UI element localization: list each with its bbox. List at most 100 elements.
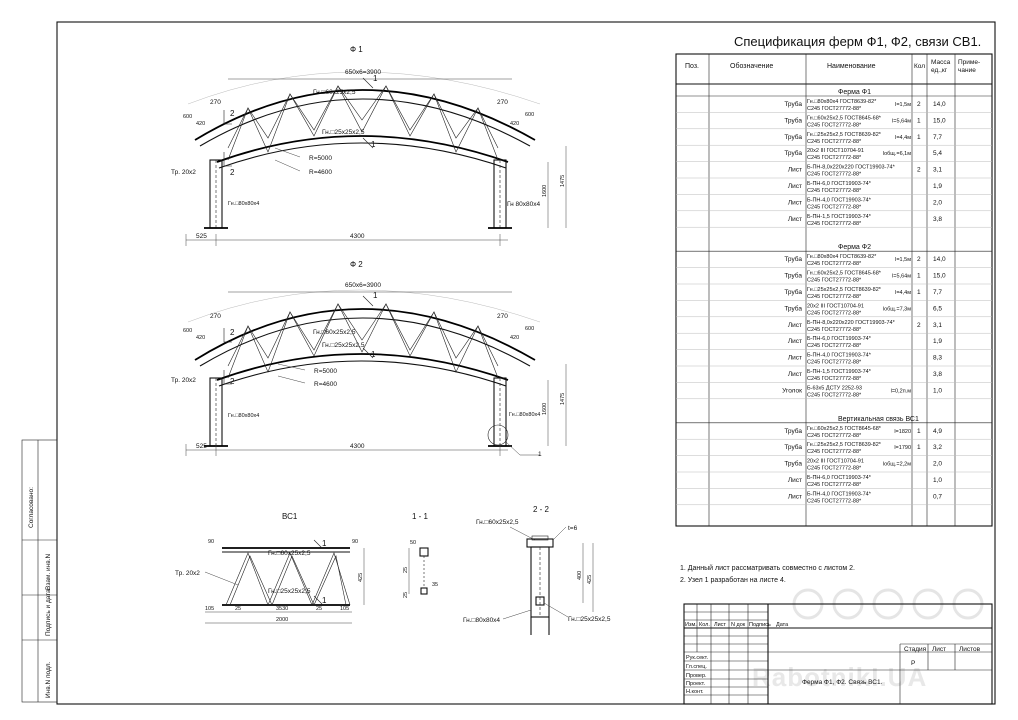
bracing-vs1-d25-right: 25 <box>316 606 322 612</box>
truss-f2-d600-left: 600 <box>183 328 192 334</box>
spec-row-mass: 4,9 <box>933 428 942 435</box>
truss-f1-mark-1a: 1 <box>373 74 378 83</box>
spec-row-mass: 0,7 <box>933 493 942 500</box>
tb-col-kol: Кол. <box>699 622 710 628</box>
spec-row-type: Труба <box>784 443 802 451</box>
spec-row-mass: 15,0 <box>933 273 946 280</box>
section-2-2-pipe-side: Гн.□25х25х2,5 <box>568 616 611 623</box>
section-2-2-view: 2 - 2 Гн.□60х25х2,5 t=6 400 425 Гн.□80х8… <box>463 505 611 635</box>
th-designation: Обозначение <box>730 62 773 70</box>
spec-row-name-2: С245 ГОСТ27772-88* <box>807 482 862 488</box>
truss-f1-d420-right: 420 <box>510 121 519 127</box>
side-stamp: Согласовано: Взам. инв.N Подпись и дата … <box>21 439 58 703</box>
spec-row-type: Лист <box>788 216 802 223</box>
spec-row-type: Лист <box>788 199 802 206</box>
section-1-1-view: 1 - 1 50 25 25 35 <box>403 512 438 598</box>
bracing-vs1-mark-1b: 1 <box>322 596 327 605</box>
spec-row-mass: 8,3 <box>933 355 942 362</box>
th-mass-1: Масса <box>931 59 951 66</box>
tb-col-izm: Изм. <box>685 622 697 628</box>
spec-row-mass: 7,7 <box>933 134 942 141</box>
spec-row-name-2: С245 ГОСТ27772-88* <box>807 261 862 267</box>
truss-f2-d420-left: 420 <box>196 335 205 341</box>
spec-row-name-1: Б-ПН-4,0 ГОСТ19903-74* <box>807 353 872 359</box>
truss-f2-d270-left: 270 <box>210 313 221 320</box>
spec-row-type: Лист <box>788 371 802 378</box>
spec-section-title: Вертикальная связь ВС1 <box>838 416 919 423</box>
spec-row-qty: 1 <box>917 428 921 435</box>
truss-f2-side: 525 <box>196 443 207 450</box>
notes: 1. Данный лист рассматривать совместно с… <box>680 564 855 584</box>
spec-row-type: Труба <box>784 272 802 280</box>
spec-row-type: Лист <box>788 355 802 362</box>
note-2: 2. Узел 1 разработан на листе 4. <box>680 576 786 584</box>
spec-row-name-1: Б-ПН-6,0 ГОСТ19903-74* <box>807 336 872 342</box>
tb-col-data: Дата <box>776 622 789 628</box>
spec-row-name-2: С245 ГОСТ27772-88* <box>807 392 862 398</box>
spec-row-qty: 1 <box>917 134 921 141</box>
tb-role-2: Гл.спец. <box>686 664 707 670</box>
spec-row-type: Лист <box>788 338 802 345</box>
spec-row-type: Лист <box>788 183 802 190</box>
spec-row-mass: 3,8 <box>933 371 942 378</box>
spec-title: Спецификация ферм Ф1, Ф2, связи СВ1. <box>734 34 981 49</box>
spec-row-length: l=1790 <box>894 445 911 451</box>
th-note-1: Приме- <box>958 59 980 66</box>
truss-f2-tr: Тр. 20х2 <box>171 377 196 384</box>
tb-role-4: Проект. <box>686 681 706 687</box>
truss-f1-h1475: 1475 <box>560 175 566 187</box>
truss-f2-h1475: 1475 <box>560 393 566 405</box>
spec-row-mass: 6,5 <box>933 305 942 312</box>
spec-row-name-1: Гн.□80х80х4 ГОСТ8639-82* <box>807 99 877 105</box>
bracing-vs1-d105-right: 105 <box>340 606 349 612</box>
spec-row-qty: 2 <box>917 256 921 263</box>
spec-row-name-2: С245 ГОСТ27772-88* <box>807 278 862 284</box>
spec-row-name-2: С245 ГОСТ27772-88* <box>807 498 862 504</box>
th-pos: Поз. <box>685 63 699 70</box>
spec-row-type: Уголок <box>782 387 802 394</box>
side-stamp-signature: Подпись и дата <box>45 589 52 636</box>
spec-row-name-1: 20х2 III ГОСТ10704-91 <box>807 459 864 465</box>
spec-row-type: Труба <box>784 460 802 468</box>
truss-f2-mark-1a: 1 <box>373 291 378 300</box>
spec-row-mass: 1,9 <box>933 338 942 345</box>
spec-row-name-1: Гн.□25х25х2,5 ГОСТ8639-82* <box>807 287 882 293</box>
th-qty: Кол <box>914 63 925 70</box>
truss-f1-mark-2a: 2 <box>230 109 235 118</box>
bracing-vs1-pipe-top: Гн.□60х25х2,5 <box>268 550 311 557</box>
bracing-vs1-d105-left: 105 <box>205 606 214 612</box>
spec-row-name-1: Гн.□25х25х2,5 ГОСТ8639-82* <box>807 442 882 448</box>
truss-f1-mark-1b: 1 <box>371 140 376 149</box>
truss-f2-radius-1: R=5000 <box>314 368 337 375</box>
truss-f1-d600-right: 600 <box>525 112 534 118</box>
spec-row-name-1: Гн.□60х25х2,5 ГОСТ8645-68* <box>807 115 882 121</box>
th-mass-2: ед.,кг <box>931 67 948 74</box>
truss-f2-mark-2b: 2 <box>230 377 235 386</box>
spec-row-type: Лист <box>788 167 802 174</box>
spec-row-name-2: С245 ГОСТ27772-88* <box>807 466 862 472</box>
side-stamp-agreed: Согласовано: <box>28 487 35 528</box>
truss-f1-pipe-top: Гн.□60х25х2,5 <box>313 89 356 96</box>
spec-row-mass: 7,7 <box>933 289 942 296</box>
tb-stage-label: Стадия <box>904 646 927 653</box>
bracing-vs1-pipe-mid: Гн.□25х25х2,5 <box>268 588 311 595</box>
tb-stage-value: Р <box>911 660 915 667</box>
spec-row-name-1: Б-ПН-6,0 ГОСТ19903-74* <box>807 181 872 187</box>
th-note-2: чание <box>958 67 976 74</box>
bracing-vs1-d25-left: 25 <box>235 606 241 612</box>
truss-f1-col-right: Гн 80х80х4 <box>507 201 541 208</box>
watermark-text: RabotnikI.UA <box>752 662 927 692</box>
bracing-vs1-d425: 425 <box>358 573 364 582</box>
bracing-vs1-d90-left: 90 <box>208 539 214 545</box>
spec-row-name-1: Б-ПН-1,5 ГОСТ19903-74* <box>807 214 872 220</box>
truss-f2-title: Ф 2 <box>350 260 363 269</box>
